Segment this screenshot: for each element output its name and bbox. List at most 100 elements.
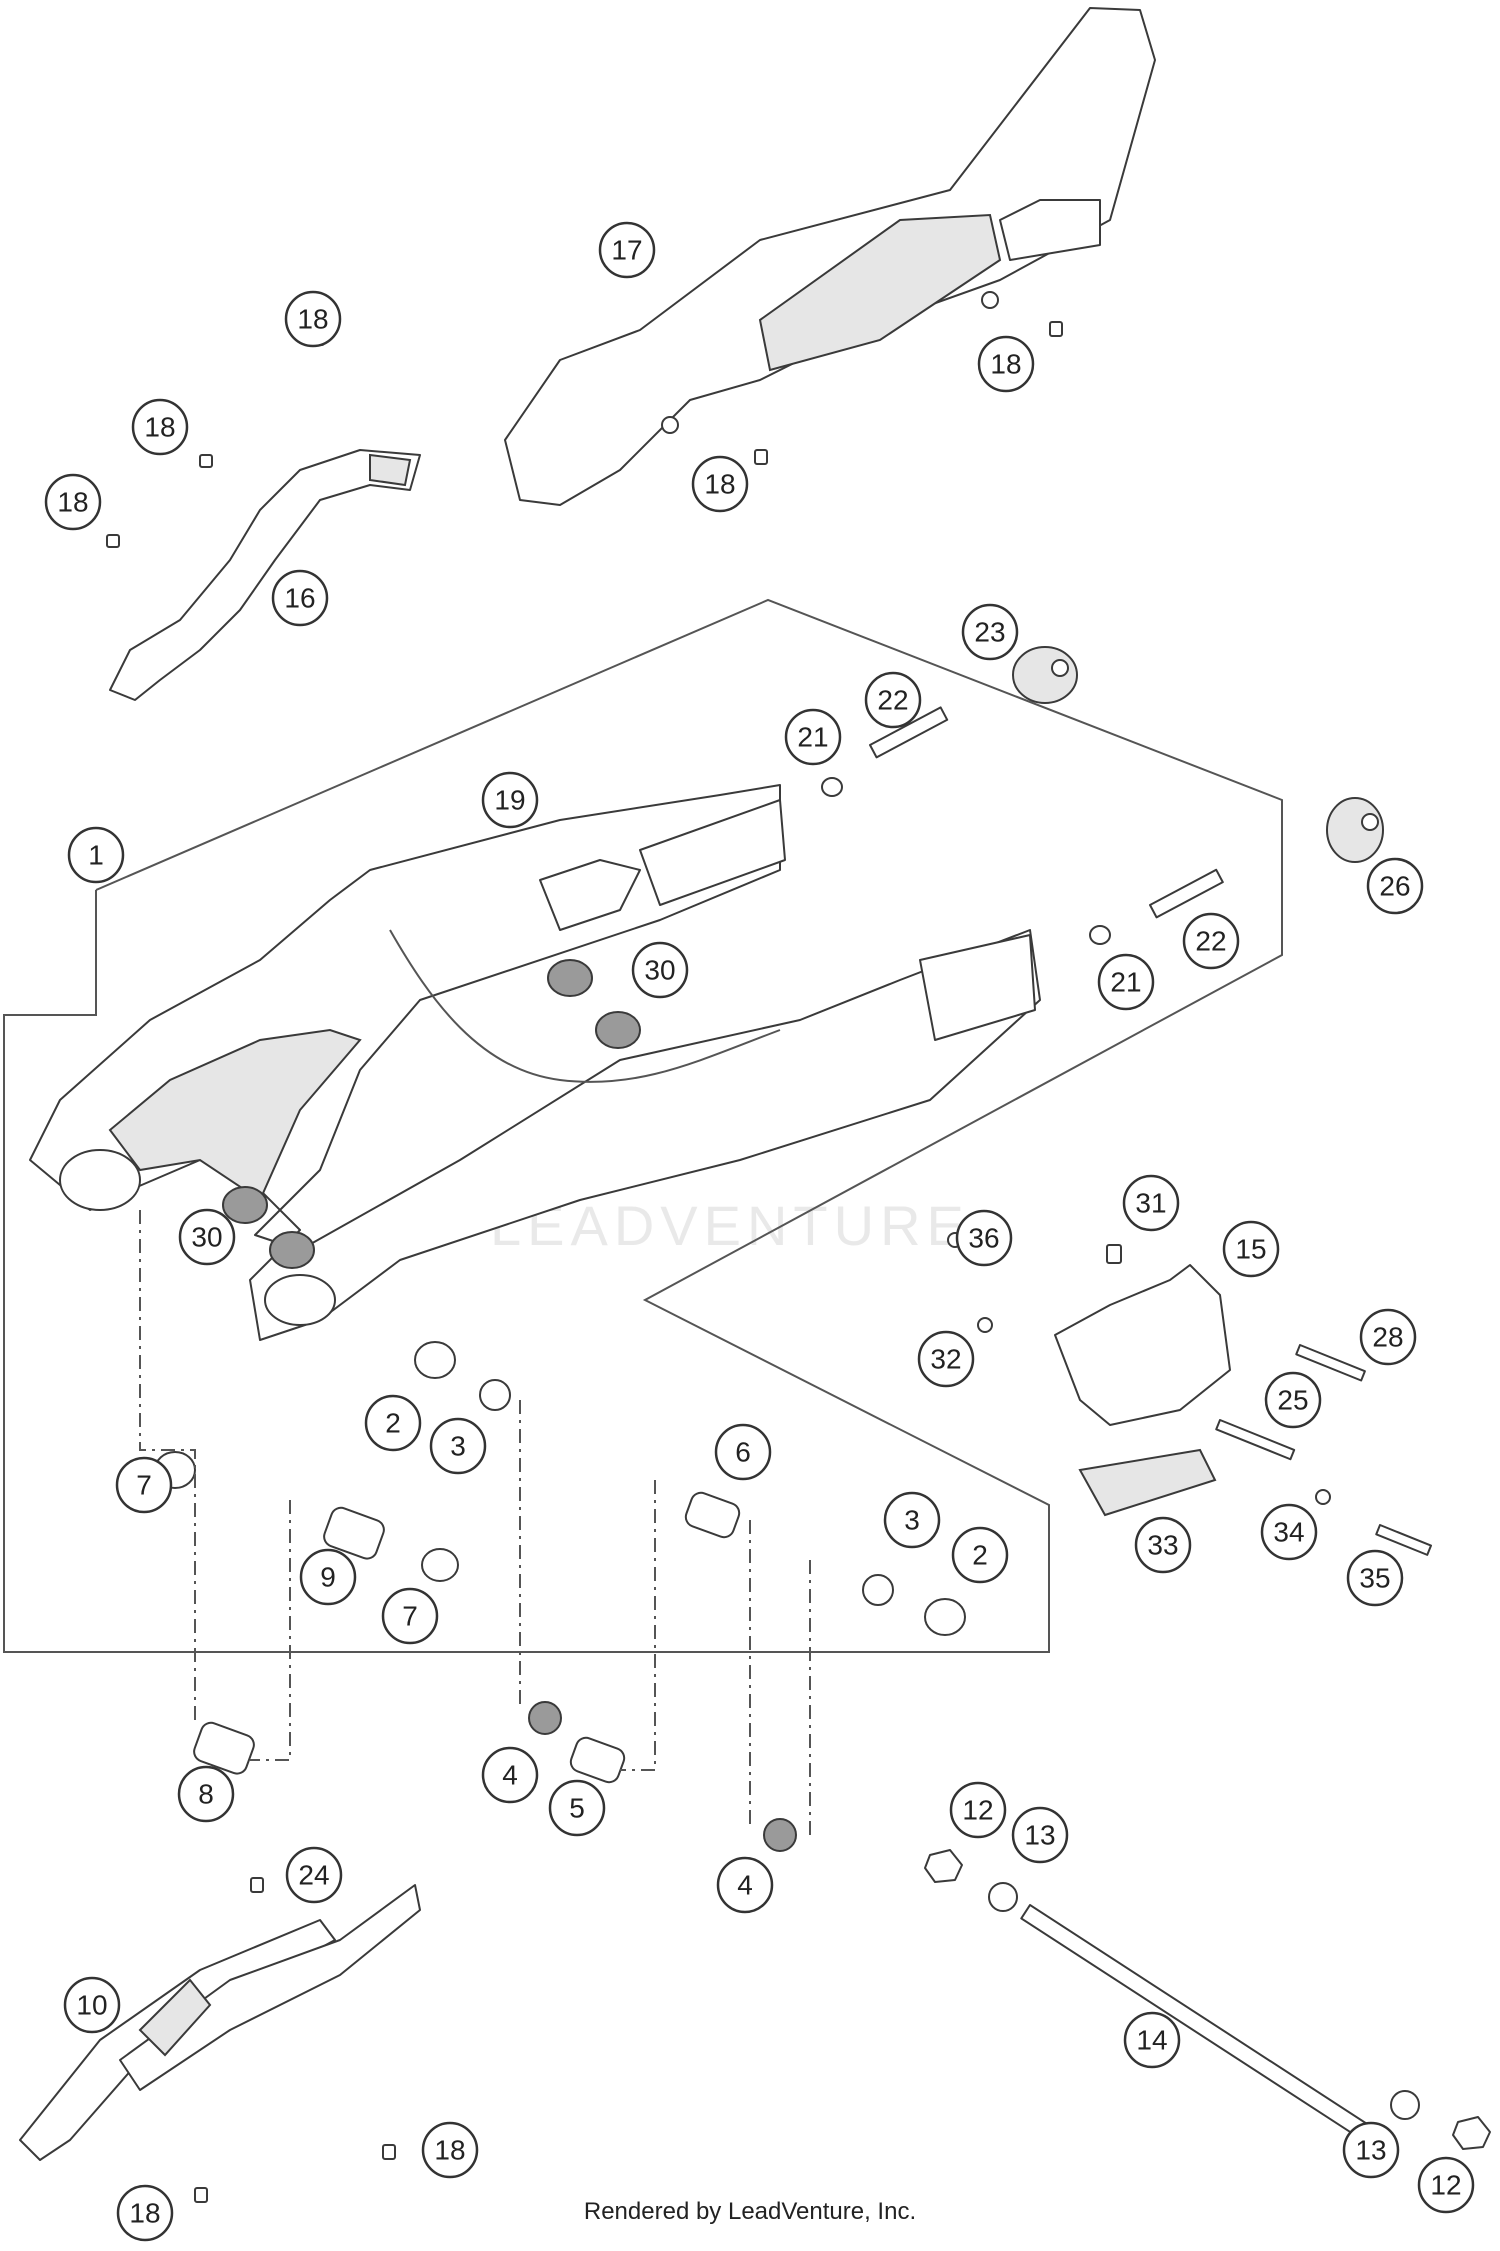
- callout-21: 21: [1097, 953, 1155, 1011]
- callout-18: 18: [421, 2121, 479, 2179]
- callout-label: 25: [1277, 1385, 1308, 1416]
- callout-25: 25: [1264, 1371, 1322, 1429]
- callout-label: 8: [198, 1779, 214, 1810]
- callout-circle: [116, 2184, 174, 2242]
- callout-28: 28: [1359, 1308, 1417, 1366]
- washer-3-right: [862, 1574, 894, 1606]
- plug-30-lower-b: [269, 1231, 315, 1269]
- callout-24: 24: [285, 1846, 343, 1904]
- callout-circle: [481, 1746, 539, 1804]
- callout-label: 5: [569, 1793, 585, 1824]
- plug-30-lower-a: [222, 1186, 268, 1224]
- bushing-5: [569, 1736, 626, 1784]
- seal-7-right: [421, 1548, 459, 1582]
- render-credit: Rendered by LeadVenture, Inc.: [583, 2198, 917, 2225]
- callout-17: 17: [598, 221, 656, 279]
- callout-label: 4: [737, 1870, 753, 1901]
- callout-23: 23: [961, 603, 1019, 661]
- callout-circle: [864, 671, 922, 729]
- callout-1: 1: [67, 826, 125, 884]
- callout-circle: [917, 1330, 975, 1388]
- callout-label: 9: [320, 1562, 336, 1593]
- callout-label: 18: [57, 487, 88, 518]
- callout-circle: [177, 1765, 235, 1823]
- callout-circle: [949, 1781, 1007, 1839]
- plug-30-upper-a: [547, 959, 593, 997]
- callout-18: 18: [116, 2184, 174, 2242]
- callout-circle: [364, 1394, 422, 1452]
- cable-19: [389, 929, 781, 1083]
- callout-label: 7: [402, 1601, 418, 1632]
- spacer-21-lower: [1089, 925, 1111, 945]
- callout-label: 36: [968, 1223, 999, 1254]
- washer-13-right: [1390, 2090, 1420, 2120]
- callout-circle: [421, 2121, 479, 2179]
- screw-24: [250, 1877, 264, 1893]
- callout-circle: [1417, 2156, 1475, 2214]
- callout-label: 18: [144, 412, 175, 443]
- callout-circle: [548, 1779, 606, 1837]
- callout-30: 30: [178, 1208, 236, 1266]
- washer-13-left: [988, 1882, 1018, 1912]
- callout-circle: [883, 1491, 941, 1549]
- callout-label: 3: [904, 1505, 920, 1536]
- callout-9: 9: [299, 1548, 357, 1606]
- callout-circle: [631, 941, 689, 999]
- callout-label: 35: [1359, 1563, 1390, 1594]
- callout-circle: [1359, 1308, 1417, 1366]
- callout-35: 35: [1346, 1549, 1404, 1607]
- callout-label: 18: [297, 304, 328, 335]
- callout-26: 26: [1366, 857, 1424, 915]
- bolt-28: [1295, 1344, 1366, 1382]
- callout-circle: [1342, 2121, 1400, 2179]
- callout-22: 22: [864, 671, 922, 729]
- callout-18: 18: [977, 335, 1035, 393]
- callout-22: 22: [1182, 912, 1240, 970]
- callout-3: 3: [429, 1417, 487, 1475]
- callout-label: 10: [76, 1990, 107, 2021]
- callout-circle: [598, 221, 656, 279]
- callout-circle: [67, 826, 125, 884]
- callout-label: 7: [136, 1470, 152, 1501]
- callout-circle: [63, 1976, 121, 2034]
- screw-18-chainguard-left: [754, 449, 768, 465]
- callout-label: 13: [1355, 2135, 1386, 2166]
- callout-2: 2: [951, 1526, 1009, 1584]
- caliper-support-15: [1054, 1264, 1231, 1426]
- callout-label: 18: [990, 349, 1021, 380]
- callout-label: 21: [1110, 967, 1141, 998]
- callout-label: 12: [1430, 2170, 1461, 2201]
- callout-18: 18: [691, 455, 749, 513]
- bushing-6: [684, 1491, 741, 1539]
- callout-7: 7: [381, 1587, 439, 1645]
- callout-circle: [1097, 953, 1155, 1011]
- callout-circle: [1346, 1549, 1404, 1607]
- callout-label: 18: [704, 469, 735, 500]
- callout-label: 18: [434, 2135, 465, 2166]
- callout-14: 14: [1123, 2011, 1181, 2069]
- callout-label: 21: [797, 722, 828, 753]
- callout-circle: [1366, 857, 1424, 915]
- washer-3-left: [479, 1379, 511, 1411]
- bolt-25: [1215, 1419, 1296, 1461]
- guide-line-5: [620, 1480, 656, 1771]
- callout-label: 31: [1135, 1188, 1166, 1219]
- callout-label: 3: [450, 1431, 466, 1462]
- callout-label: 4: [502, 1760, 518, 1791]
- bearing-4-left: [528, 1701, 562, 1735]
- callout-circle: [1123, 2011, 1181, 2069]
- callout-circle: [131, 398, 189, 456]
- callout-label: 14: [1136, 2025, 1167, 2056]
- callout-15: 15: [1222, 1220, 1280, 1278]
- callout-label: 17: [611, 235, 642, 266]
- screw-18-slider-b: [199, 454, 213, 468]
- callout-circle: [1011, 1806, 1069, 1864]
- callout-label: 15: [1235, 1234, 1266, 1265]
- callout-label: 34: [1273, 1517, 1304, 1548]
- callout-21: 21: [784, 708, 842, 766]
- small-part-31: [1106, 1244, 1122, 1264]
- callout-circle: [429, 1417, 487, 1475]
- callout-12: 12: [1417, 2156, 1475, 2214]
- callout-label: 2: [385, 1408, 401, 1439]
